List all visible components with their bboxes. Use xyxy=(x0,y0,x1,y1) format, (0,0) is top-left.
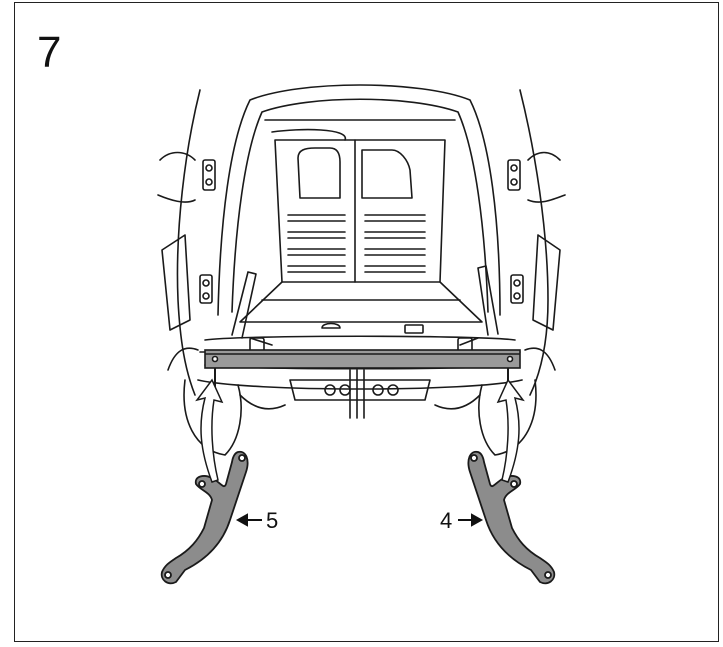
cargo-interior xyxy=(239,119,483,346)
left-bracket-part-5 xyxy=(160,450,249,585)
callout-arrow-4 xyxy=(458,513,484,527)
step-number: 7 xyxy=(37,28,62,77)
van-rear-body xyxy=(157,84,566,396)
right-bracket-part-4 xyxy=(467,450,556,585)
callout-label-5: 5 xyxy=(266,508,278,533)
right-insert-arrow xyxy=(496,378,525,483)
callout-label-4: 4 xyxy=(440,508,452,533)
door-check-straps xyxy=(231,265,499,353)
left-insert-arrow xyxy=(195,378,224,483)
cross-bar xyxy=(204,349,521,395)
callout-arrow-5 xyxy=(235,513,262,527)
